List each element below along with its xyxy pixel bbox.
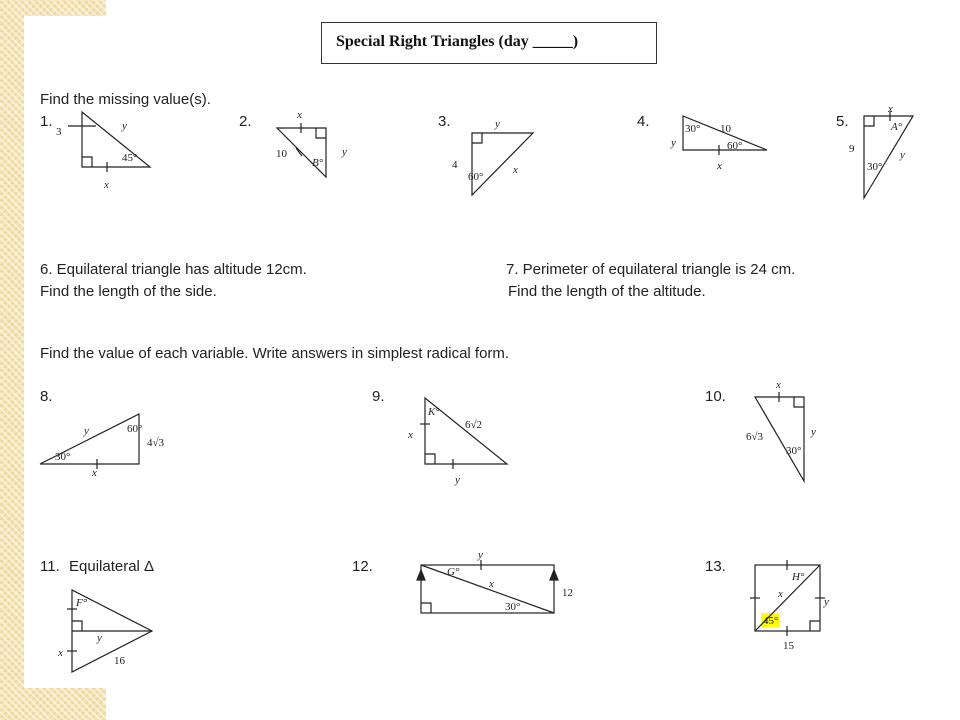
fig9-label-d: y	[454, 474, 460, 486]
fig1-label-b: y	[121, 120, 127, 132]
worksheet-page	[24, 16, 960, 688]
fig13-label-e: 15	[783, 640, 795, 652]
problem-6-line-1: 6. Equilateral triangle has altitude 12c…	[40, 261, 307, 278]
problem-5-number: 5.	[836, 113, 849, 130]
problem-11-number: 11.	[40, 558, 60, 575]
problem-7-line-1: 7. Perimeter of equilateral triangle is …	[506, 261, 796, 278]
fig8-label-d: 30°	[55, 451, 70, 463]
fig8-label-b: 60°	[127, 423, 142, 435]
fig3-label-b: 4	[452, 159, 458, 171]
problem-9-number: 9.	[372, 388, 385, 405]
fig2-label-c: B°	[312, 157, 324, 169]
problem-13-number: 13.	[705, 558, 726, 575]
fig4-label-c: 60°	[727, 140, 742, 152]
fig12-label-b: G°	[447, 566, 460, 578]
fig1-label-c: 45°	[122, 152, 137, 164]
fig3-label-d: x	[512, 164, 518, 176]
section-instruction-1: Find the missing value(s).	[40, 91, 211, 108]
fig2-label-b: 10	[276, 148, 288, 160]
fig11-label-a: F°	[75, 597, 88, 609]
fig2-label-d: y	[341, 146, 347, 158]
problem-4-number: 4.	[637, 113, 650, 130]
problem-8-number: 8.	[40, 388, 53, 405]
fig4-label-e: x	[716, 160, 722, 172]
fig10-label-d: 30°	[786, 445, 801, 457]
fig4-label-d: y	[670, 137, 676, 149]
fig5-label-b: A°	[890, 121, 903, 133]
fig13-label-d: 45°	[763, 615, 778, 627]
fig8-label-c: 4√3	[147, 437, 165, 449]
fig5-label-c: 9	[849, 143, 855, 155]
highlight-45	[761, 613, 779, 627]
fig10-label-c: y	[810, 426, 816, 438]
problem-11-label: Equilateral Δ	[69, 558, 155, 575]
fig3-label-c: 60°	[468, 171, 483, 183]
fig12-label-a: y	[477, 549, 483, 561]
fig11-label-d: 16	[114, 655, 126, 667]
fig9-label-b: 6√2	[465, 419, 482, 431]
problem-12-number: 12.	[352, 558, 373, 575]
fig13-label-a: H°	[791, 571, 805, 583]
problem-2-number: 2.	[239, 113, 252, 130]
fig11-label-b: y	[96, 632, 102, 644]
fig9-label-c: x	[407, 429, 413, 441]
fig12-label-d: 12	[562, 587, 573, 599]
fig5-label-d: 30°	[867, 161, 882, 173]
fig1-label-d: x	[103, 179, 109, 191]
problem-1-number: 1.	[40, 113, 53, 130]
fig12-label-c: x	[488, 578, 494, 590]
fig13-label-b: x	[777, 588, 783, 600]
fig4-label-b: 10	[720, 123, 732, 135]
fig4-label-a: 30°	[685, 123, 700, 135]
fig8-label-a: y	[83, 425, 89, 437]
fig5-label-a: x	[887, 103, 893, 115]
fig9-label-a: K°	[427, 406, 440, 418]
section-instruction-2: Find the value of each variable. Write a…	[40, 345, 510, 362]
page-title: Special Right Triangles (day _____)	[336, 33, 579, 50]
problem-10-number: 10.	[705, 388, 726, 405]
fig12-label-e: 30°	[505, 601, 520, 613]
fig1-label-a: 3	[56, 126, 62, 138]
problem-7-line-2: Find the length of the altitude.	[508, 283, 706, 300]
fig11-label-c: x	[57, 647, 63, 659]
fig5-label-e: y	[899, 149, 905, 161]
problem-6-line-2: Find the length of the side.	[40, 283, 217, 300]
fig10-label-a: x	[775, 379, 781, 391]
title-box: Special Right Triangles (day _____)	[321, 22, 657, 64]
fig2-label-a: x	[296, 109, 302, 121]
problem-3-number: 3.	[438, 113, 451, 130]
fig3-label-a: y	[494, 118, 500, 130]
fig8-label-e: x	[91, 467, 97, 479]
fig13-label-c: y	[823, 596, 829, 608]
fig10-label-b: 6√3	[746, 431, 764, 443]
